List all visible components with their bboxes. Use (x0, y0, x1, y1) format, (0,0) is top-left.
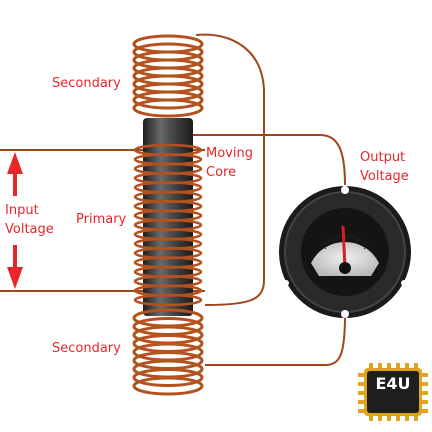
meter-tick (364, 241, 368, 246)
output-voltage-label: Output Voltage (360, 148, 409, 186)
meter-tick (363, 243, 370, 250)
input-voltage-label-line2: Voltage (5, 222, 54, 237)
chip-pin (358, 400, 364, 404)
moving-core-label-line2: Core (206, 165, 237, 180)
chip-pin (369, 415, 373, 421)
meter-tick (358, 237, 361, 242)
chip-pin (414, 415, 418, 421)
chip-pin (387, 415, 391, 421)
chip-pin (414, 363, 418, 369)
down-arrow-icon (7, 245, 23, 289)
meter-tick (322, 241, 326, 246)
meter-tick (353, 235, 356, 240)
meter-tick (336, 234, 339, 239)
primary-coil (133, 143, 203, 307)
coil-turn (132, 98, 204, 118)
secondary-wires (150, 33, 346, 366)
output-voltage-label-line1: Output (360, 150, 406, 165)
chip-pin (369, 363, 373, 369)
meter-tick (334, 235, 337, 240)
chip-pin (405, 363, 409, 369)
chip-pin (358, 391, 364, 395)
chip-pin (378, 415, 382, 421)
meter-tick (326, 238, 330, 243)
meter-tick (351, 234, 354, 239)
coil-turn (132, 90, 204, 110)
chip-pin (358, 409, 364, 413)
secondary-top-label: Secondary (52, 76, 121, 91)
secondary-bottom-label: Secondary (52, 341, 121, 356)
input-voltage-label: Input Voltage (5, 201, 54, 239)
logo-text: E4U (375, 374, 411, 393)
up-arrow-icon (7, 152, 23, 196)
chip-pin (422, 400, 428, 404)
meter-tick (349, 234, 351, 239)
voltmeter-icon (279, 186, 411, 318)
meter-tick (320, 243, 327, 250)
chip-pin (422, 373, 428, 377)
input-voltage-label-line1: Input (5, 203, 39, 218)
meter-tick (360, 238, 364, 243)
chip-pin (422, 409, 428, 413)
chip-pin (405, 415, 409, 421)
chip-pin (422, 382, 428, 386)
chip-pin (422, 391, 428, 395)
chip-pin (387, 363, 391, 369)
meter-tick (354, 236, 359, 244)
chip-pin (378, 363, 382, 369)
moving-core-label: Moving Core (206, 144, 253, 182)
secondary-coil-bottom (132, 308, 204, 396)
meter-tick (324, 240, 328, 245)
meter-tick (362, 240, 366, 245)
chip-pin (358, 382, 364, 386)
secondary-coil-top (132, 34, 204, 118)
chip-pin (396, 363, 400, 369)
coil-turn (132, 376, 204, 396)
coil-turn (132, 368, 204, 387)
meter-tick (331, 236, 336, 244)
meter-tick (329, 237, 332, 242)
chip-logo-icon (358, 363, 428, 421)
meter-tick (339, 234, 341, 239)
output-voltage-label-line2: Voltage (360, 169, 409, 184)
coil-turn (133, 293, 203, 307)
primary-label: Primary (76, 212, 127, 227)
chip-pin (358, 373, 364, 377)
chip-pin (396, 415, 400, 421)
moving-core-label-line1: Moving (206, 146, 253, 161)
